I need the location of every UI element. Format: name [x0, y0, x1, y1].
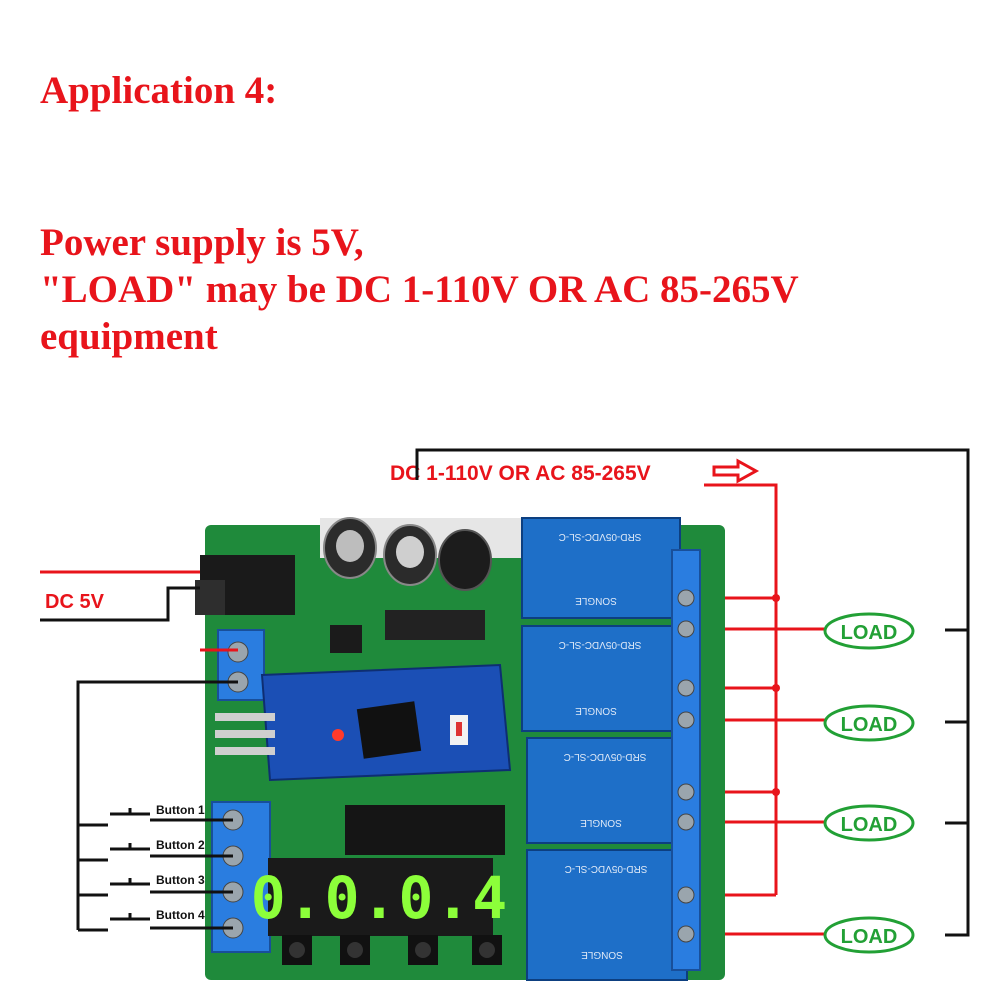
- relay-4-brand: SONGLE: [581, 949, 623, 960]
- relay-3-model: SRD-05VDC-SL-C: [564, 751, 647, 762]
- button-1-label: Button 1: [156, 803, 205, 817]
- description-line-1: Power supply is 5V,: [40, 221, 364, 264]
- junction-dots: [772, 594, 780, 796]
- seven-segment-display: 0.0.0.4: [251, 858, 509, 936]
- relay-3: SRD-05VDC-SL-C SONGLE: [526, 737, 686, 844]
- tact-switch-icons: [282, 935, 502, 965]
- load-3-label: LOAD: [841, 814, 898, 836]
- supply-arrow-icon: [712, 458, 760, 484]
- relay-4: SRD-05VDC-SL-C SONGLE: [526, 849, 688, 981]
- load-1: LOAD: [823, 612, 915, 650]
- arduino-board: [215, 663, 512, 782]
- load-4-label: LOAD: [841, 926, 898, 948]
- relay-output-terminals: [671, 549, 701, 971]
- power-label: DC 5V: [45, 591, 105, 613]
- load-2: LOAD: [823, 704, 915, 742]
- relay-1-brand: SONGLE: [575, 595, 617, 606]
- power-wires: [40, 570, 238, 652]
- button-switch-icons: [110, 808, 150, 921]
- relay-2: SRD-05VDC-SL-C SONGLE: [521, 625, 681, 732]
- display-value: 0.0.0.4: [251, 864, 509, 932]
- page-title: Application 4:: [40, 69, 278, 112]
- description-line-2: "LOAD" may be DC 1-110V OR AC 85-265V: [40, 267, 799, 311]
- description: Power supply is 5V, "LOAD" may be DC 1-1…: [40, 220, 980, 360]
- supply-label: DC 1-110V OR AC 85-265V: [390, 462, 651, 485]
- relay-2-brand: SONGLE: [575, 705, 617, 716]
- relay-2-model: SRD-05VDC-SL-C: [559, 639, 642, 650]
- wiring-diagram: DC 1-110V OR AC 85-265V LOAD LOAD: [40, 448, 970, 981]
- button-3-label: Button 3: [156, 873, 205, 887]
- load-2-label: LOAD: [841, 714, 898, 736]
- button-2-label: Button 2: [156, 838, 205, 852]
- load-1-label: LOAD: [841, 622, 898, 644]
- dc-jack-icon: [195, 555, 295, 615]
- relay-3-brand: SONGLE: [580, 817, 622, 828]
- relay-1-model: SRD-05VDC-SL-C: [559, 531, 642, 542]
- capacitor-icons: [323, 517, 492, 591]
- button-wires: [76, 680, 238, 932]
- relay-1: SRD-05VDC-SL-C SONGLE: [521, 517, 681, 619]
- supply-wire-black: [415, 448, 970, 937]
- power-terminal: [217, 629, 265, 701]
- relay-4-model: SRD-05VDC-SL-C: [565, 863, 648, 874]
- button-4-label: Button 4: [156, 908, 205, 922]
- description-line-3: equipment: [40, 314, 218, 358]
- load-4: LOAD: [823, 916, 915, 954]
- button-labels: Button 1 Button 2 Button 3 Button 4: [156, 803, 205, 922]
- load-3: LOAD: [823, 804, 915, 842]
